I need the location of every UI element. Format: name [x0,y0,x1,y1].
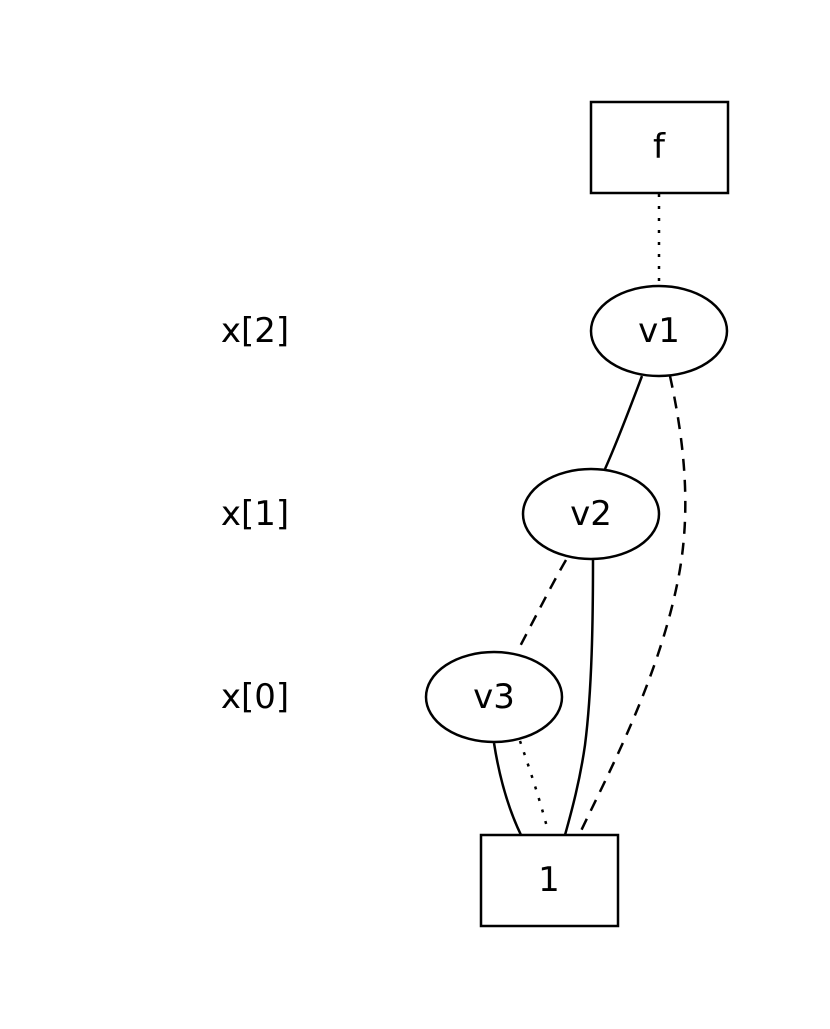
edge-v3-terminal-dotted [518,740,550,832]
edge-v2-terminal [563,559,595,836]
edge-v1-terminal [578,375,687,834]
edge-v3-terminal-solid [492,742,523,836]
edge-v2-v3 [515,559,568,653]
node-v2-label: v2 [570,494,612,534]
node-v1: v1 [589,284,729,378]
node-v1-label: v1 [638,311,680,351]
node-terminal-1: 1 [479,833,620,928]
node-f-box [589,100,730,195]
node-v3-ellipse [424,650,564,744]
node-v2: v2 [521,467,661,561]
node-f-label: f [653,127,666,167]
node-terminal-1-box [479,833,620,928]
node-v3: v3 [424,650,564,744]
level-label-x0: x[0] [221,677,289,717]
level-label-x1: x[1] [221,494,289,534]
edge-v1-v2 [603,375,644,470]
node-terminal-1-label: 1 [538,860,560,900]
node-v3-label: v3 [473,677,515,717]
node-v1-ellipse [589,284,729,378]
node-v2-ellipse [521,467,661,561]
node-f: f [589,100,730,195]
level-label-x2: x[2] [221,311,289,351]
